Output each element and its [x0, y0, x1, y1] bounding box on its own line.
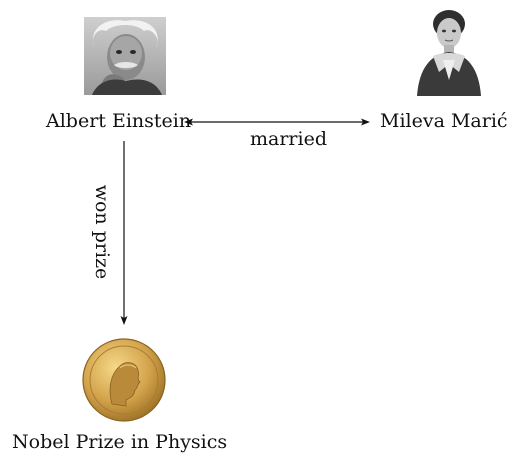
edge-label-married: married [250, 128, 327, 150]
node-label-maric: Mileva Marić [380, 110, 508, 132]
node-label-nobel: Nobel Prize in Physics [12, 431, 228, 453]
edge-label-won-prize: won prize [91, 184, 113, 280]
maric-portrait-image [413, 6, 485, 96]
married-edge-arrow [184, 118, 370, 126]
einstein-portrait-image [84, 17, 166, 95]
nobel-medal-image [82, 338, 166, 422]
won-prize-edge-arrow [120, 141, 128, 325]
node-label-einstein: Albert Einstein [46, 110, 192, 132]
